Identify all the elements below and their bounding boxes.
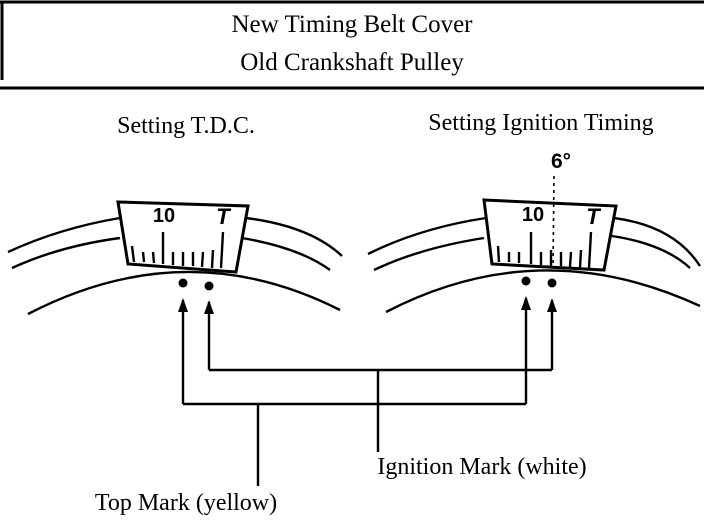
ignition-mark-label: Ignition Mark (white) — [377, 454, 586, 480]
top-mark-label: Top Mark (yellow) — [95, 490, 277, 516]
left-panel-title: Setting T.D.C. — [117, 113, 255, 139]
right-ignition-mark-dot — [547, 278, 557, 288]
right-cover-arc-lower-right — [611, 234, 691, 269]
left-pulley-assembly: 10 T — [7, 200, 343, 404]
left-top-mark-dot — [178, 278, 188, 288]
right-scale-ticks — [496, 231, 593, 269]
callout-leaders — [183, 368, 552, 486]
right-ignition-arrowhead — [547, 298, 557, 312]
left-cover-arc-upper-right — [245, 216, 343, 257]
left-pulley-arc — [27, 270, 341, 316]
right-pulley-arc — [385, 269, 701, 314]
left-cover-arc-lower-right — [241, 236, 331, 271]
left-scale-number: 10 — [153, 205, 175, 227]
left-scale-ticks — [130, 231, 225, 269]
right-cover-arc-upper — [367, 216, 487, 256]
left-ignition-mark-dot — [204, 281, 214, 291]
right-cover-arc-lower — [373, 236, 485, 272]
right-panel-title: Setting Ignition Timing — [428, 110, 653, 136]
left-cover-arc-lower — [11, 236, 121, 270]
right-timing-scale — [482, 198, 618, 272]
left-top-arrowhead — [178, 298, 188, 312]
right-top-mark-dot — [521, 276, 531, 286]
left-scale-t: T — [216, 204, 231, 229]
right-scale-number: 10 — [522, 204, 544, 226]
right-scale-t: T — [586, 204, 601, 229]
header-line-2: Old Crankshaft Pulley — [240, 49, 464, 76]
header-box: New Timing Belt Cover Old Crankshaft Pul… — [0, 0, 704, 90]
header-line-1: New Timing Belt Cover — [232, 11, 474, 38]
right-cover-arc-upper-right — [613, 216, 702, 267]
left-cover-arc-upper — [7, 216, 121, 254]
left-timing-scale — [116, 200, 250, 274]
right-pulley-assembly: 10 T 6° — [367, 150, 702, 404]
right-angle-label: 6° — [551, 150, 571, 173]
left-ignition-arrowhead — [204, 300, 214, 314]
right-top-arrowhead — [521, 296, 531, 310]
right-6deg-reference-line — [552, 175, 555, 269]
